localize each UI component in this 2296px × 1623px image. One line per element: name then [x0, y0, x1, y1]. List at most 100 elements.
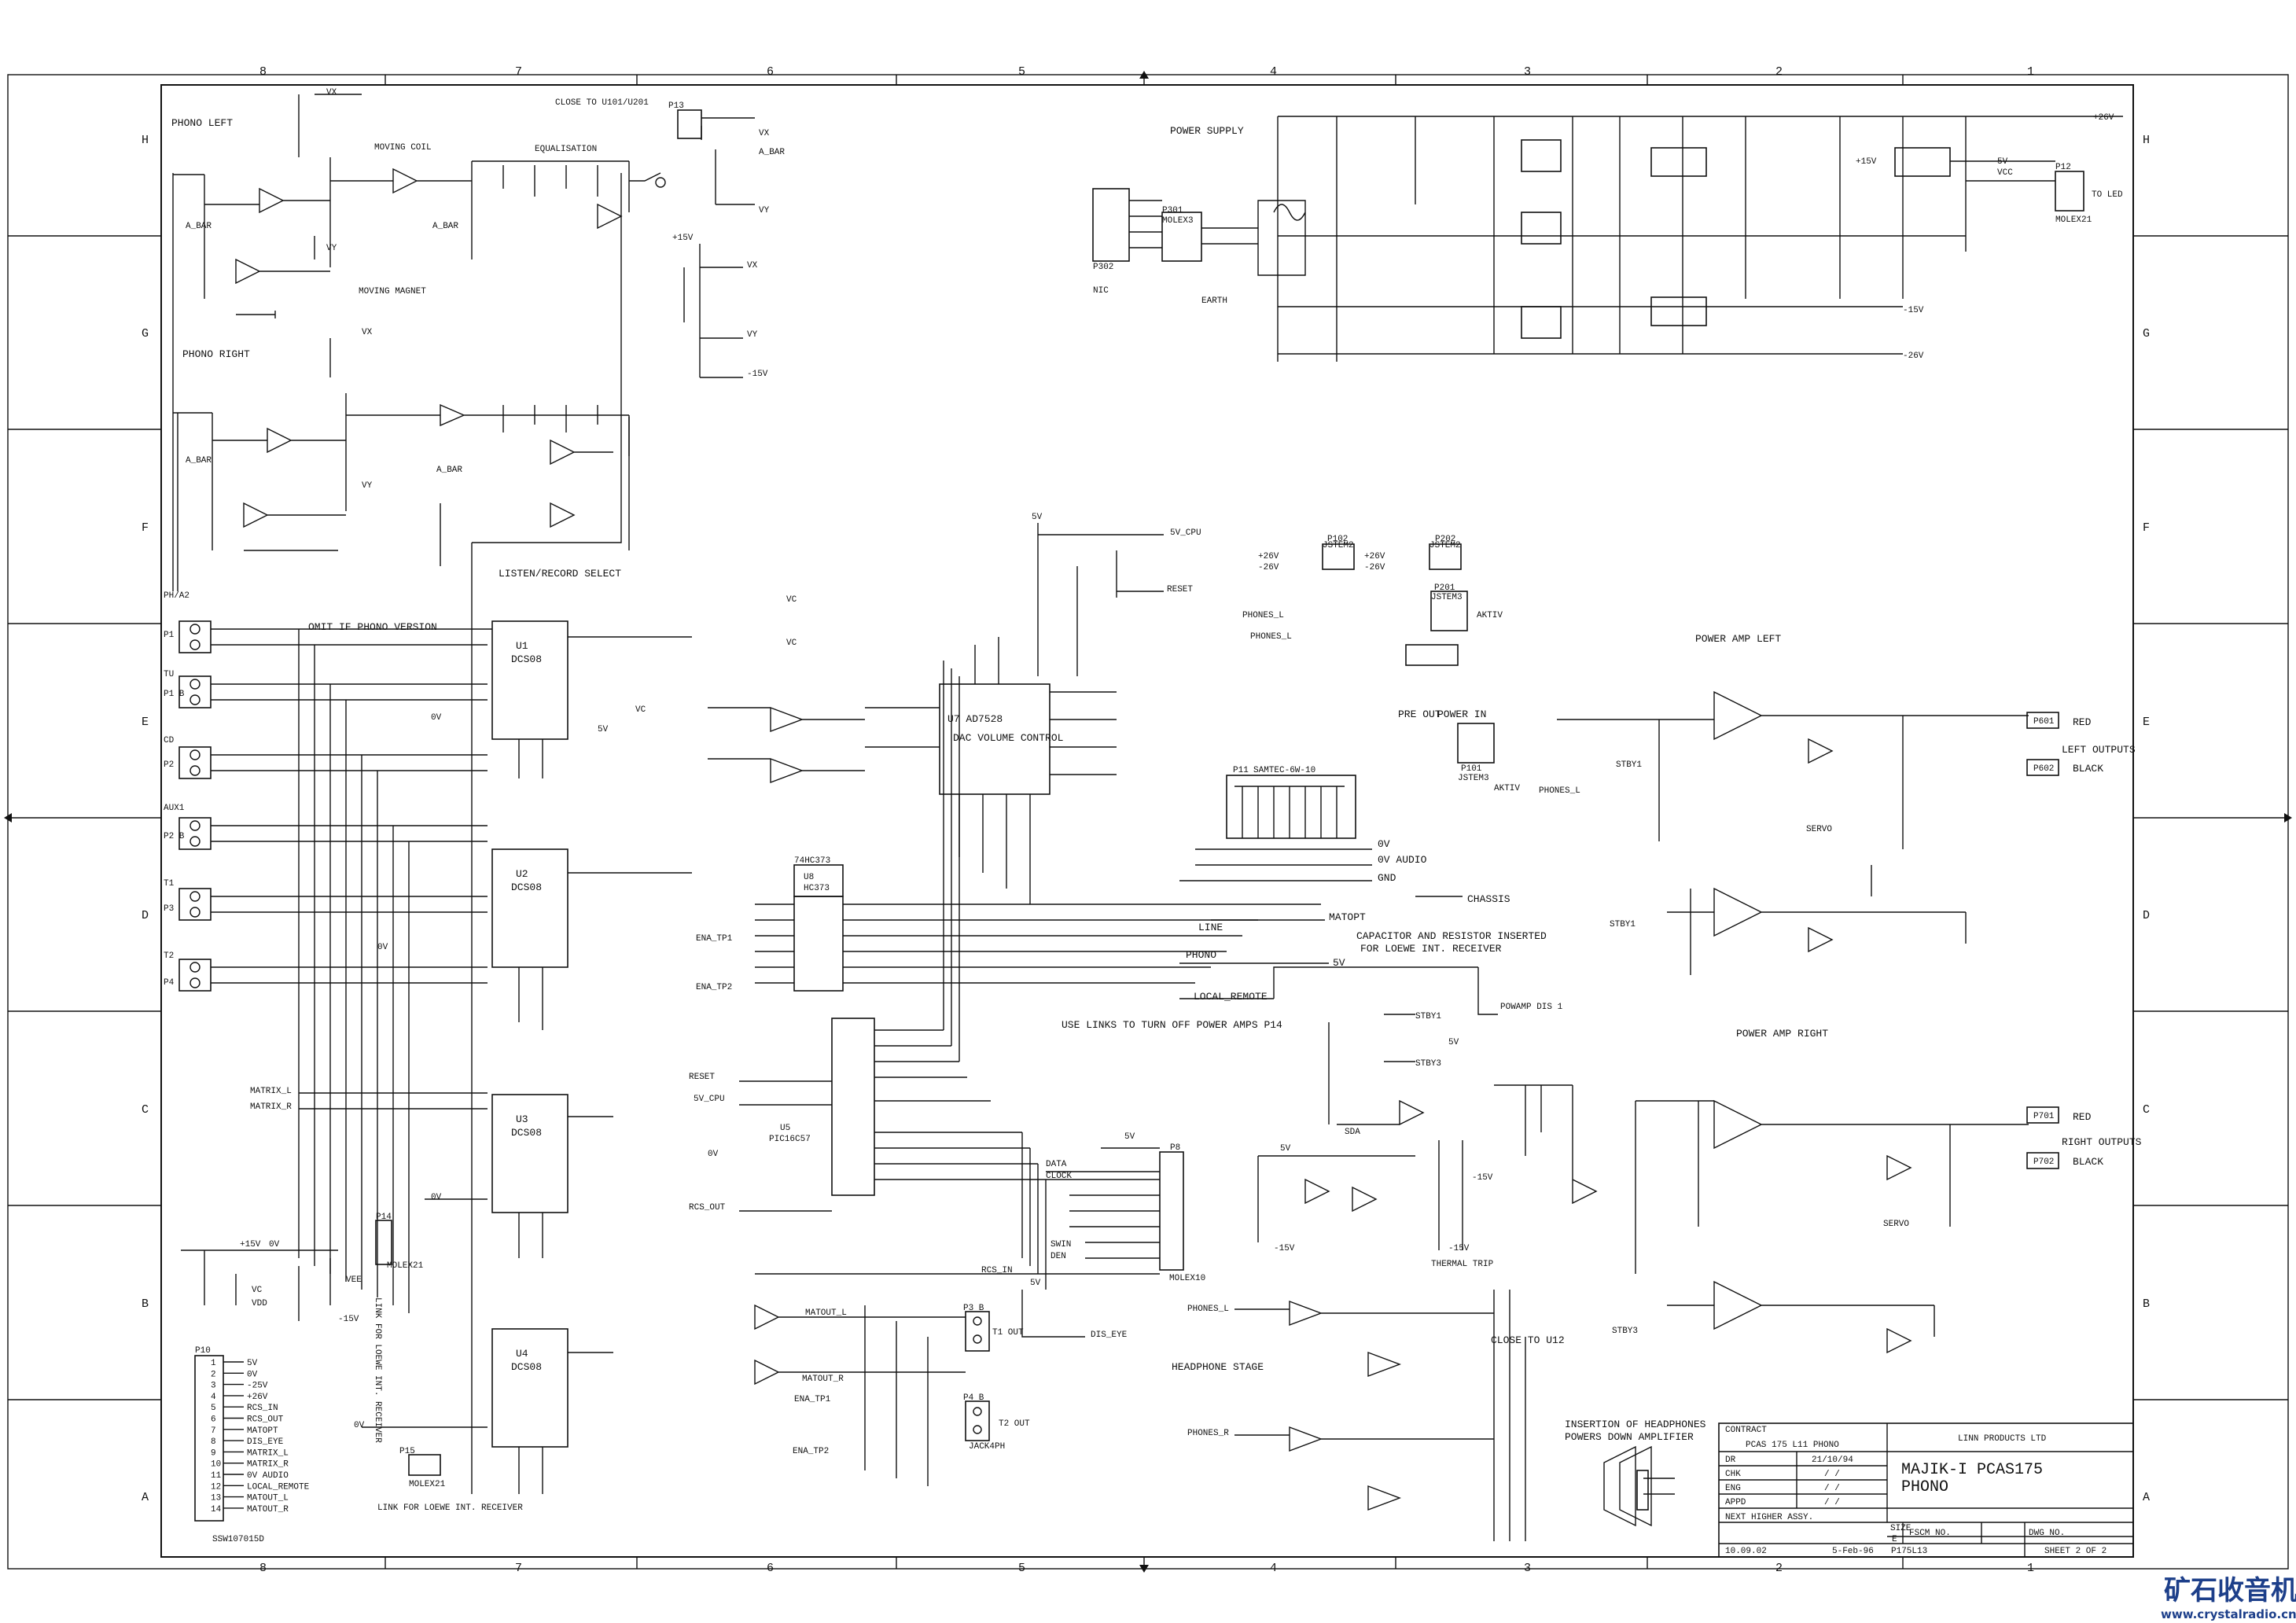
regulator	[1521, 212, 1562, 245]
connector-p15	[408, 1454, 441, 1476]
eng-date: / /	[1824, 1484, 1840, 1493]
row-label: C	[2143, 1103, 2150, 1117]
section-note: FOR LOEWE INT. RECEIVER	[1360, 943, 1502, 955]
part-ref: TU	[164, 670, 174, 679]
p10-pin-signal: +26V	[247, 1393, 268, 1402]
net-label: MATOUT_L	[805, 1308, 847, 1318]
part-ref: P102	[1327, 535, 1348, 544]
p10-pin-number: 14	[211, 1505, 222, 1514]
p10-pin-number: 9	[211, 1448, 216, 1458]
dr-date: 21/10/94	[1812, 1456, 1853, 1465]
regulator	[1650, 147, 1707, 177]
net-label: STBY1	[1415, 1012, 1441, 1021]
part-ref: JACK4PH	[969, 1442, 1005, 1452]
net-label: 5V_CPU	[694, 1095, 725, 1104]
net-label: CLOCK	[1046, 1172, 1072, 1181]
tape-outputs: MATOUT_L MATOUT_R ENA_TP1 ENA_TP2 T1 OUT…	[754, 1304, 1030, 1486]
p10-pin-number: 12	[211, 1482, 221, 1492]
net-label: LINE	[1198, 922, 1223, 933]
part-ref: P202	[1435, 535, 1455, 544]
part-ref: P4 B	[963, 1393, 984, 1403]
net-label: -15V	[1274, 1244, 1295, 1253]
aux-supply: +15V 0V VC VDD VEE -15V	[181, 1240, 362, 1324]
part-ref: SSW107015D	[212, 1535, 264, 1544]
net-label: +15V	[1856, 157, 1877, 167]
part-ref: PIC16C57	[769, 1135, 811, 1144]
p10-pin-number: 8	[211, 1437, 216, 1447]
section-note: MOVING MAGNET	[359, 287, 426, 296]
net-label: 5V	[1124, 1132, 1135, 1142]
part-ref: P15	[399, 1447, 415, 1456]
power-amp-right: POWER AMP RIGHT SERVO STBY3 P701 P702 RE…	[1612, 1028, 2142, 1354]
net-label: VX	[759, 129, 770, 138]
row-label: G	[2143, 327, 2150, 340]
part-ref: P1 B	[164, 690, 185, 699]
part-ref: P12	[2055, 163, 2071, 172]
row-label: E	[142, 716, 149, 729]
section-note: CAPACITOR AND RESISTOR INSERTED	[1356, 930, 1547, 942]
net-label: SDA	[1345, 1128, 1360, 1137]
part-ref: 74HC373	[794, 856, 830, 866]
part-ref: MOLEX10	[1169, 1274, 1205, 1283]
part-ref: P11	[1233, 766, 1249, 775]
net-label: VEE	[346, 1275, 362, 1285]
net-label: ENA_TP1	[794, 1395, 831, 1404]
net-label: VX	[747, 261, 758, 270]
net-label: DATA	[1046, 1160, 1067, 1169]
watermark-cn: 矿石收音机	[2164, 1575, 2296, 1606]
part-ref: DCS08	[511, 1127, 542, 1139]
connector-p12	[2055, 171, 2084, 212]
net-label: VC	[786, 595, 797, 605]
section-title: LEFT OUTPUTS	[2062, 744, 2136, 756]
net-label: DEN	[1050, 1252, 1066, 1261]
section-title: POWER AMP RIGHT	[1736, 1028, 1828, 1040]
watermark-url: www.crystalradio.cn	[2161, 1607, 2296, 1621]
col-label: 1	[2027, 1562, 2034, 1575]
part-ref: MOLEX21	[387, 1261, 424, 1271]
net-label: -26V	[1258, 563, 1279, 572]
row-label: A	[2143, 1491, 2150, 1504]
part-ref: P3 B	[963, 1304, 984, 1313]
col-label: 7	[515, 65, 522, 79]
watermark: 矿石收音机 www.crystalradio.cn	[2161, 1575, 2296, 1621]
drawing-frame	[4, 71, 2292, 1573]
connector-p301	[1161, 212, 1202, 262]
net-label: VC	[635, 705, 646, 715]
section-title: PHONO RIGHT	[182, 348, 250, 360]
rev-date: 5-Feb-96	[1832, 1547, 1874, 1556]
drawing-title: MAJIK-I PCAS175	[1901, 1461, 2043, 1479]
section-note: TO LED	[2092, 190, 2123, 200]
part-ref: P14	[376, 1213, 392, 1222]
row-label: H	[142, 134, 149, 147]
net-label: -15V	[1448, 1244, 1470, 1253]
size-label: SIZE	[1890, 1524, 1911, 1533]
headphone-stage: HEADPHONE STAGE PHONES_L PHONES_R CLOSE …	[1172, 1290, 1706, 1541]
net-label: POWER IN	[1437, 708, 1486, 720]
net-label: ENA_TP2	[696, 983, 732, 992]
net-label: 5V	[1997, 157, 2008, 167]
col-label: 1	[2027, 65, 2034, 79]
p10-pin-number: 13	[211, 1494, 221, 1503]
section-title: DAC VOLUME CONTROL	[953, 732, 1063, 744]
drawing-subtitle: PHONO	[1901, 1478, 1948, 1496]
net-label: MATRIX_L	[250, 1087, 292, 1096]
part-ref: MOLEX21	[409, 1480, 446, 1489]
size-value: E	[1892, 1535, 1897, 1544]
net-label: +26V	[1258, 552, 1279, 561]
net-label: POWAMP DIS 1	[1500, 1003, 1563, 1012]
part-ref: T1	[164, 879, 175, 889]
net-label: 0V	[708, 1150, 719, 1159]
print-date: 10.09.02	[1725, 1547, 1767, 1556]
p10-pin-signal: MATOUT_R	[247, 1505, 289, 1514]
section-note: RED	[2073, 716, 2092, 728]
ic-u3	[491, 1094, 568, 1213]
p10-pin-signal: 0V AUDIO	[247, 1471, 289, 1481]
section-note: RED	[2073, 1111, 2092, 1123]
net-label: +26V	[2093, 113, 2114, 123]
net-label: PHONES_R	[1187, 1429, 1229, 1438]
net-label: 5V	[1448, 1038, 1459, 1047]
row-label: C	[142, 1103, 149, 1117]
p10-pin-signal: MATOPT	[247, 1426, 278, 1436]
regulator	[1894, 147, 1951, 177]
part-ref: P702	[2033, 1157, 2054, 1167]
